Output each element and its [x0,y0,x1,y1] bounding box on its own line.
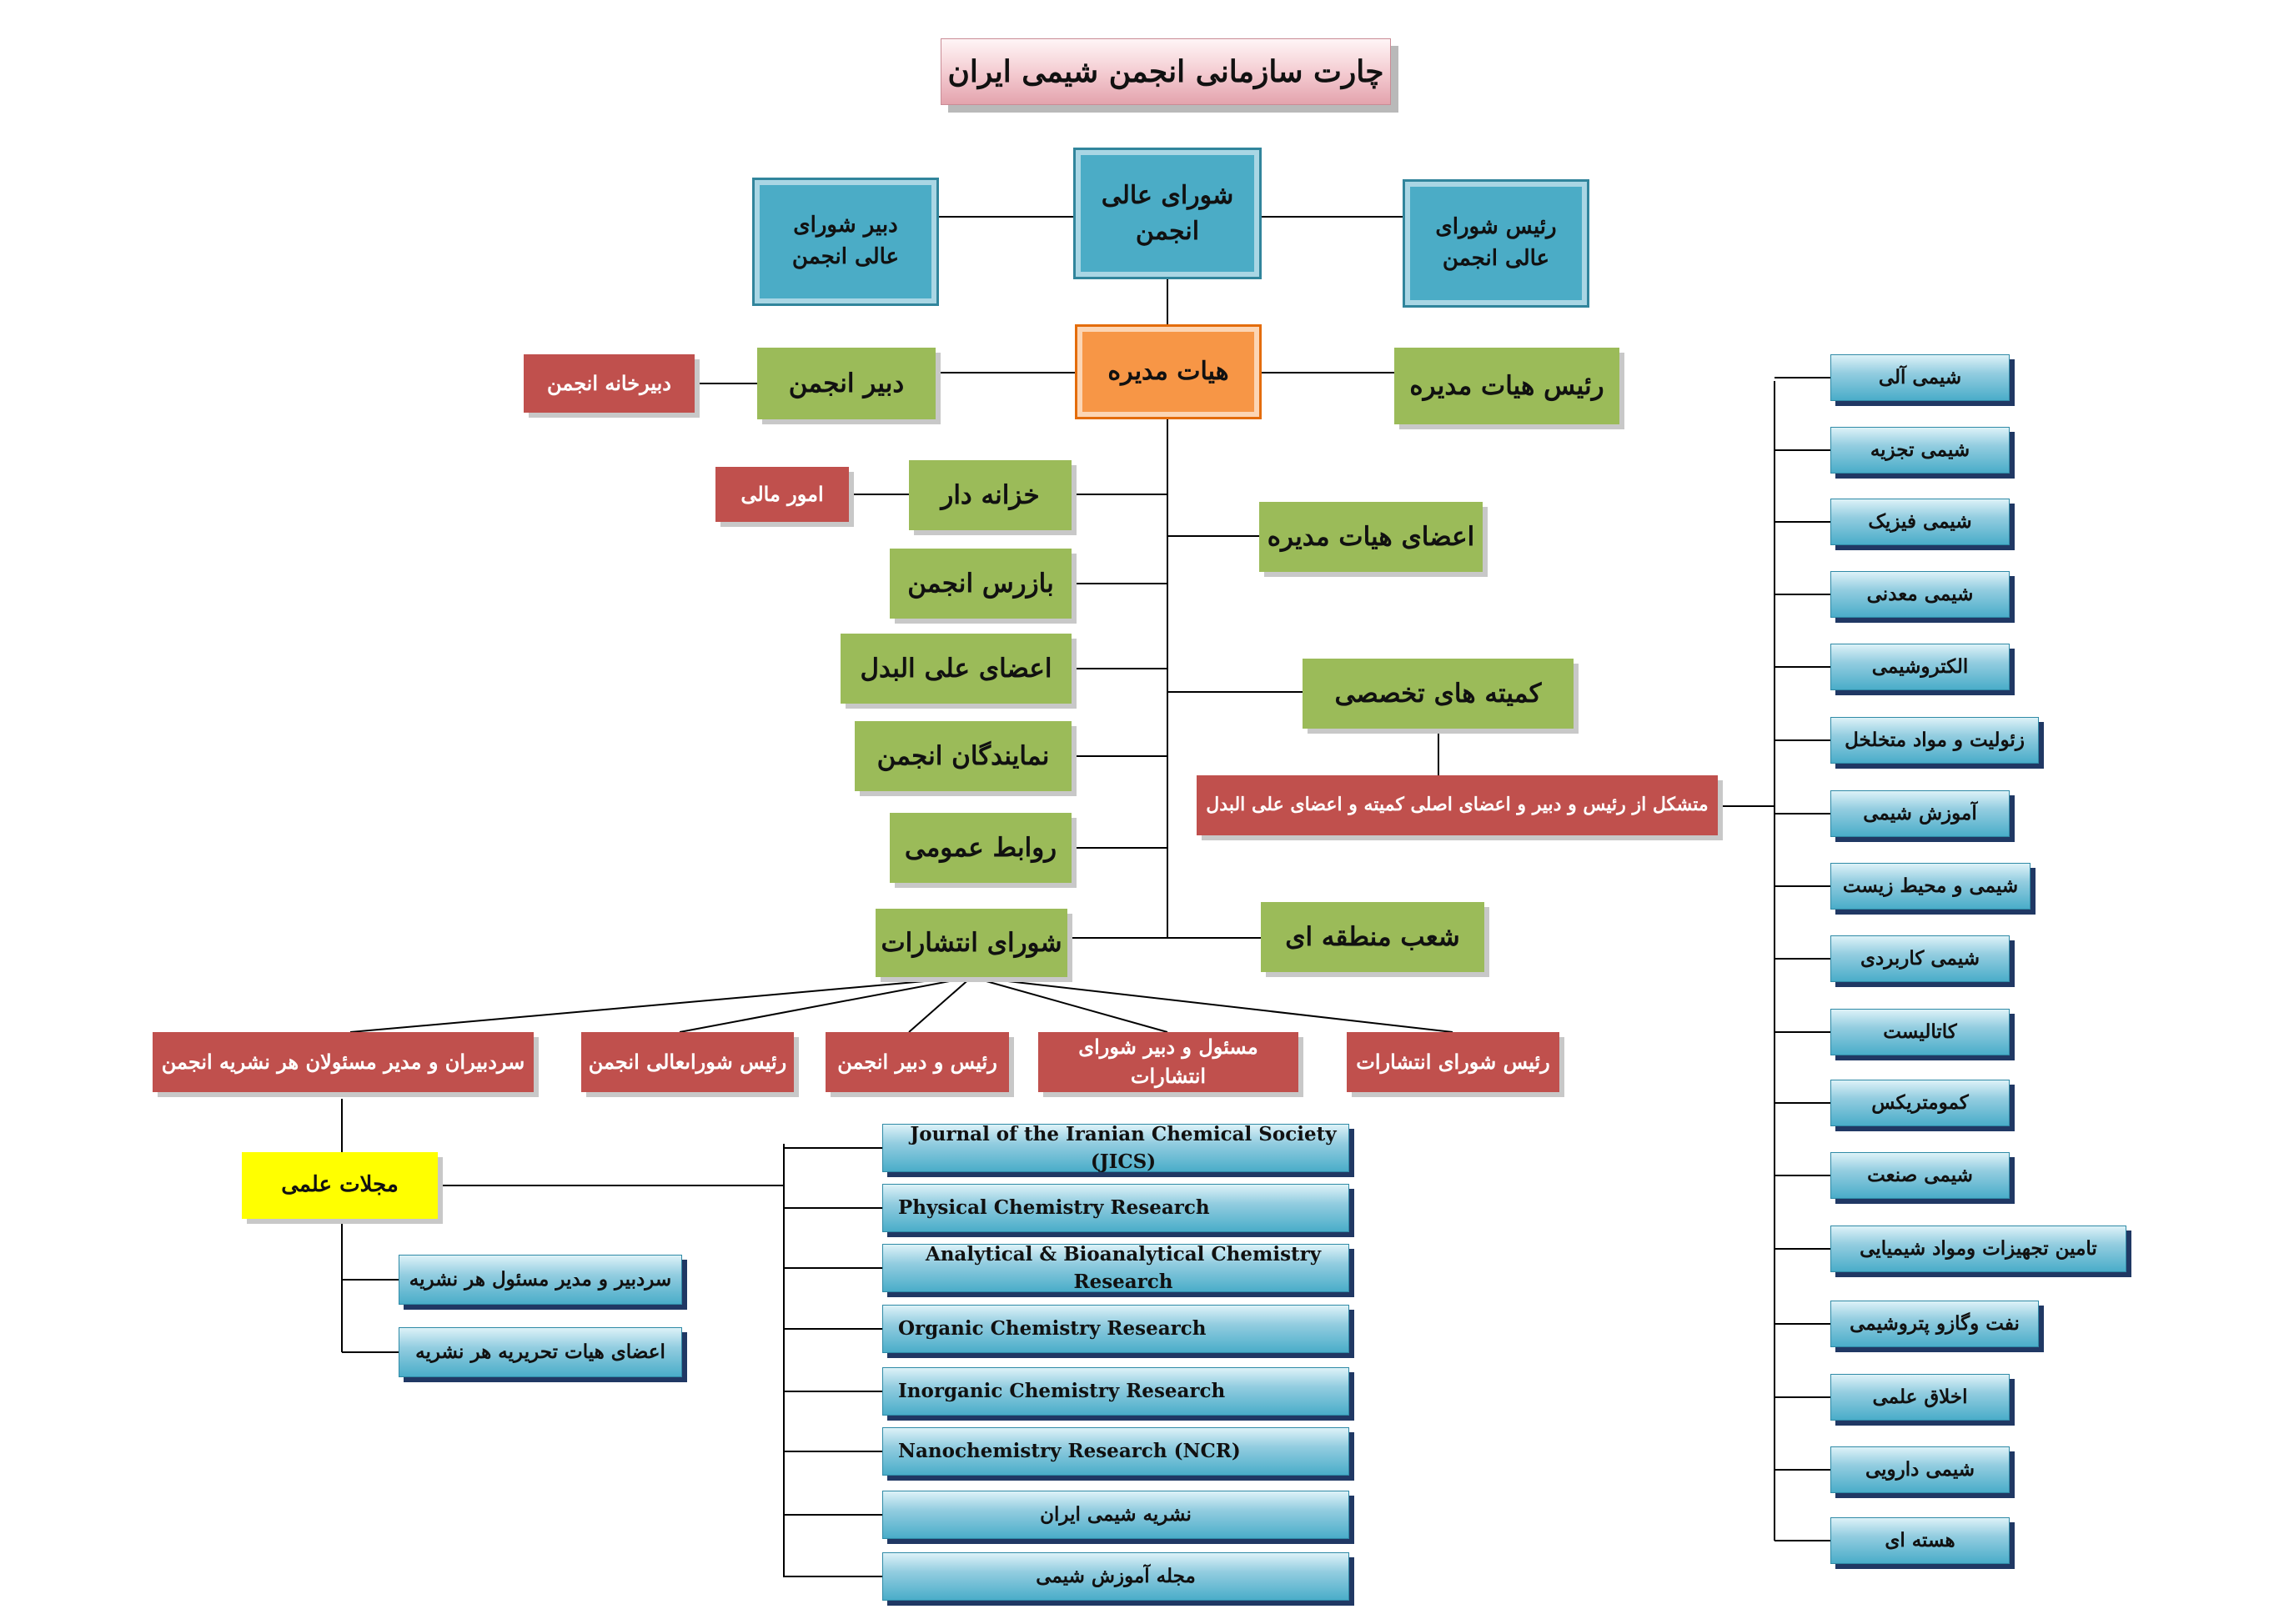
board-of-directors-node: هیات مدیره [1075,324,1262,419]
regional-branches-node: شعب منطقه ای [1261,902,1484,972]
representatives-node: نمایندگان انجمن [855,721,1072,791]
journal-staff-node: اعضای هیات تحریریه هر نشریه [399,1327,682,1377]
journal-item: Journal of the Iranian Chemical Society … [882,1123,1349,1173]
committee-item: شیمی آلی [1830,354,2010,401]
journal-item: Physical Chemistry Research [882,1184,1349,1232]
committee-item: زئولیت و مواد متخلخل [1830,717,2039,764]
committee-item: آموزش شیمی [1830,790,2010,837]
association-secretary-node: دبیر انجمن [757,348,936,419]
supreme-council-node: شورای عالی انجمن [1073,148,1262,279]
committee-item: کاتالیست [1830,1009,2010,1055]
journal-item: Nanochemistry Research (NCR) [882,1427,1349,1476]
council-secretary-label: دبیر شورای عالی انجمن [791,213,900,269]
committee-item: شیمی دارویی [1830,1446,2010,1493]
committee-item: تامین تجهیزات ومواد شیمیایی [1830,1226,2126,1272]
committees-composition-node: متشکل از رئیس و دبیر و اعضای اصلی کمیته … [1197,775,1718,835]
committee-item: کمومتریکس [1830,1080,2010,1126]
publications-member-node: سردبیران و مدیر مسئولان هر نشریه انجمن [153,1032,534,1092]
committee-item: شیمی و محیط زیست [1830,863,2031,910]
journal-item: مجله آموزش شیمی [882,1552,1349,1601]
publications-member-node: مسئول و دبیر شورای انتشارات [1038,1032,1298,1092]
journal-item: Inorganic Chemistry Research [882,1367,1349,1416]
committee-item: شیمی فیزیک [1830,499,2010,545]
committee-item: شیمی کاربردی [1830,935,2010,982]
publications-member-node: رئیس شوراىعالی انجمن [581,1032,794,1092]
board-members-node: اعضای هیات مدیره [1259,502,1483,572]
journal-item: Analytical & Bioanalytical Chemistry Res… [882,1243,1349,1293]
inspector-node: بازرس انجمن [890,549,1072,619]
specialized-committees-node: کمیته های تخصصی [1303,659,1574,729]
committee-item: هسته ای [1830,1517,2010,1564]
committee-item: شیمی صنعت [1830,1152,2010,1199]
publications-council-node: شورای انتشارات [876,909,1067,977]
committee-item: الکتروشیمی [1830,644,2010,690]
scientific-journals-node: مجلات علمی [242,1152,438,1219]
public-relations-node: روابط عمومی [890,813,1072,883]
secretariat-node: دبیرخانه انجمن [524,354,695,413]
council-chair-node: رئیس شورای عالی انجمن [1403,179,1589,308]
board-chair-node: رئیس هیات مدیره [1394,348,1619,424]
committee-item: نفت وگازو پتروشیمی [1830,1301,2039,1347]
committee-item: اخلاق علمی [1830,1374,2010,1421]
finance-node: امور مالی [715,467,849,522]
journal-staff-node: سردبیر و مدیر مسئول هر نشریه [399,1255,682,1305]
publications-member-node: رئیس شورای انتشارات [1347,1032,1559,1092]
treasurer-node: خزانه دار [909,460,1072,530]
journal-item: نشریه شیمی ایران [882,1491,1349,1539]
committee-item: شیمی معدنی [1830,571,2010,618]
council-secretary-node: دبیر شورای عالی انجمن [752,178,939,306]
council-chair-label: رئیس شورای عالی انجمن [1435,214,1557,271]
journal-item: Organic Chemistry Research [882,1305,1349,1353]
committee-item: شیمی تجزیه [1830,427,2010,474]
publications-member-node: رئیس و دبیر انجمن [826,1032,1009,1092]
alternate-members-node: اعضای علی البدل [841,634,1072,704]
chart-title: چارت سازمانی انجمن شیمی ایران [941,38,1391,105]
supreme-council-label: شورای عالی انجمن [1101,180,1234,247]
